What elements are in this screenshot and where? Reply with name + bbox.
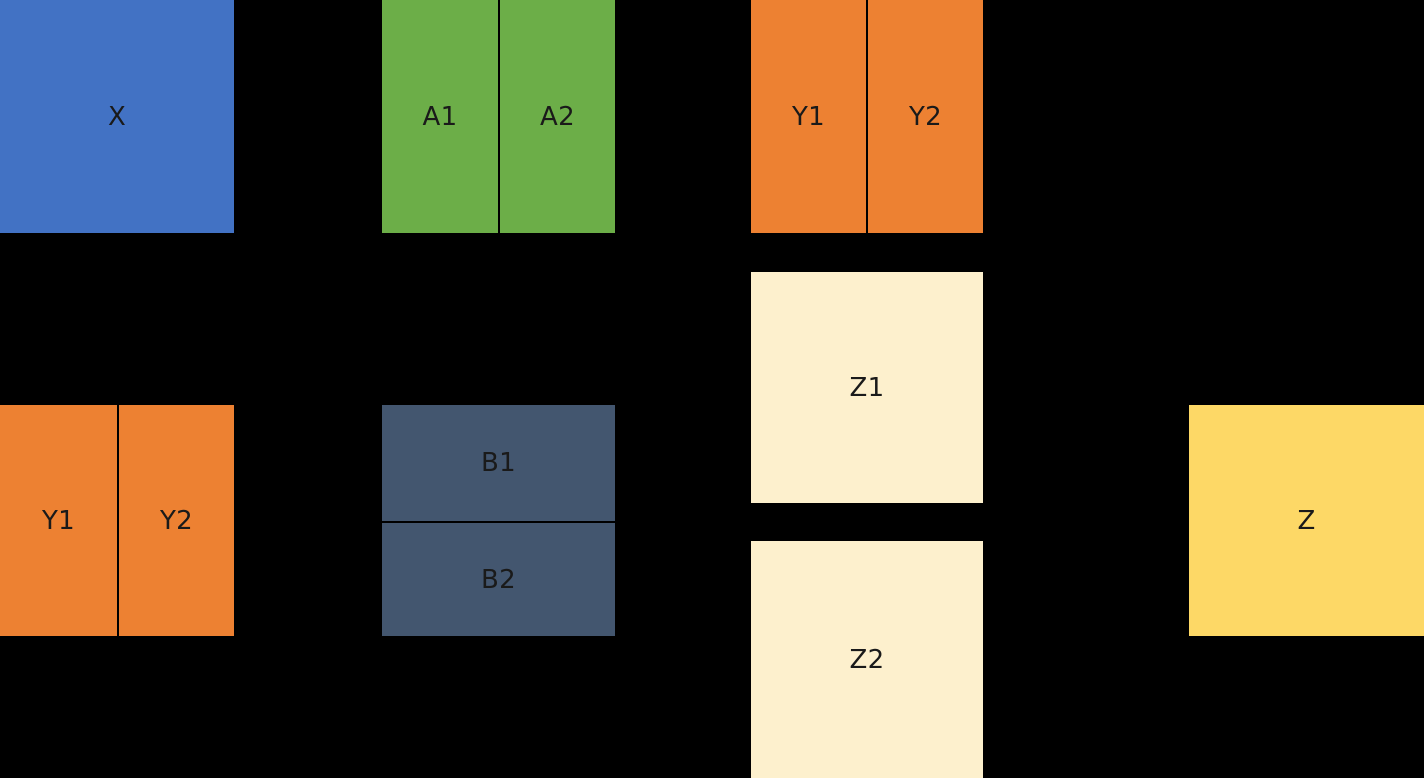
a-block[interactable]: A1 A2 (382, 0, 615, 233)
cell-label: Y1 (41, 505, 76, 536)
z2-block[interactable]: Z2 (751, 541, 983, 778)
a-block-cell-2[interactable]: A2 (498, 0, 615, 233)
a-block-cell-1[interactable]: A1 (382, 0, 498, 233)
cell-label: Y2 (159, 505, 194, 536)
cell-label: Z2 (849, 644, 885, 675)
cell-label: Z1 (849, 372, 885, 403)
z-block[interactable]: Z (1189, 405, 1424, 636)
b-block-cell-1[interactable]: B1 (382, 405, 615, 521)
cell-label: B2 (481, 564, 516, 595)
cell-label: X (107, 101, 127, 132)
y-block-bottom-cell-1[interactable]: Y1 (0, 405, 117, 636)
y-block-top-cell-1[interactable]: Y1 (751, 0, 866, 233)
z1-block-cell-1[interactable]: Z1 (751, 272, 983, 503)
x-block-cell-1[interactable]: X (0, 0, 234, 233)
y-block-top-cell-2[interactable]: Y2 (866, 0, 983, 233)
z2-block-cell-1[interactable]: Z2 (751, 541, 983, 778)
y-block-bottom-cell-2[interactable]: Y2 (117, 405, 234, 636)
cell-label: B1 (481, 448, 516, 478)
cell-label: A2 (540, 101, 575, 132)
b-block-cell-2[interactable]: B2 (382, 521, 615, 636)
z1-block[interactable]: Z1 (751, 272, 983, 503)
cell-label: A1 (422, 101, 458, 132)
x-block[interactable]: X (0, 0, 234, 233)
z-block-cell-1[interactable]: Z (1189, 405, 1424, 636)
y-block-top[interactable]: Y1 Y2 (751, 0, 983, 233)
cell-label: Y1 (791, 101, 826, 132)
y-block-bottom[interactable]: Y1 Y2 (0, 405, 234, 636)
cell-label: Y2 (908, 101, 943, 132)
cell-label: Z (1297, 505, 1316, 536)
